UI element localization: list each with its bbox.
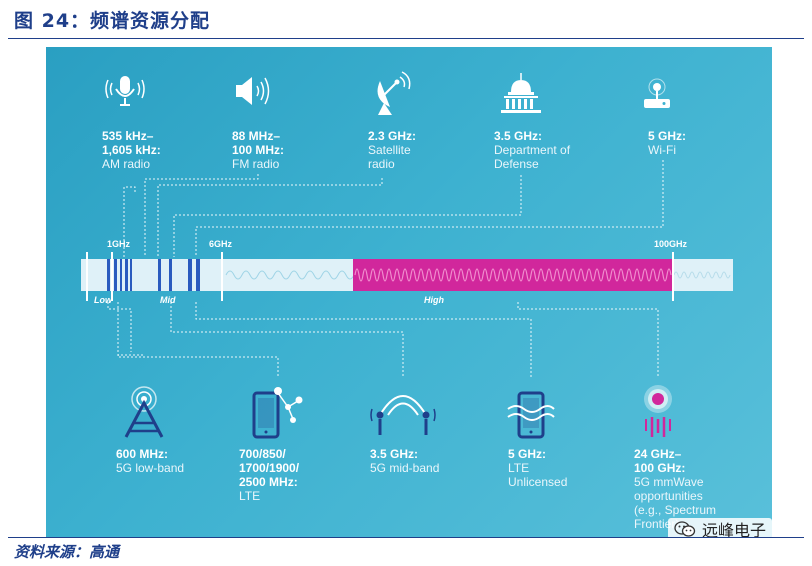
bottom-rule xyxy=(8,537,804,538)
smartphone-icon xyxy=(252,387,303,439)
speaker-icon xyxy=(236,77,270,105)
stripe-8 xyxy=(188,259,192,291)
antenna-arcs-icon xyxy=(370,395,436,435)
zone-label-high: High xyxy=(424,295,444,305)
watermark-text: 远峰电子 xyxy=(702,521,767,540)
watermark: 远峰电子 xyxy=(668,518,773,540)
wave-pattern-mid xyxy=(225,270,355,280)
stripe-9 xyxy=(196,259,200,291)
figure-source: 资料来源：高通 xyxy=(14,543,120,561)
zone-label-mid: Mid xyxy=(160,295,176,305)
cell-tower-icon xyxy=(124,386,164,438)
microphone-icon xyxy=(105,76,145,106)
stripe-6 xyxy=(158,259,161,291)
capitol-building-icon xyxy=(501,73,541,113)
stripe-3 xyxy=(120,259,122,291)
stripe-2 xyxy=(114,259,117,291)
connector-laa xyxy=(195,302,532,377)
connector-satellite xyxy=(157,178,383,257)
stripe-7 xyxy=(169,259,172,291)
tick-label-6ghz: 6GHz xyxy=(209,239,233,249)
stripe-5 xyxy=(130,259,132,291)
connector-lte xyxy=(117,302,279,377)
bottom-label-mmwave: 24 GHz– 100 GHz: 5G mmWave opportunities… xyxy=(634,447,717,531)
mmwave-emitter-icon xyxy=(644,385,672,437)
bottom-label-laa: 5 GHz: LTE Unlicensed xyxy=(508,447,568,489)
top-label-fm: 88 MHz– 100 MHz: FM radio xyxy=(232,129,285,171)
bottom-label-midband: 3.5 GHz: 5G mid-band xyxy=(370,447,440,475)
bottom-label-600mhz: 600 MHz: 5G low-band xyxy=(116,447,185,475)
connector-dod xyxy=(173,175,522,257)
top-label-satellite: 2.3 GHz: Satellite radio xyxy=(368,129,417,171)
tick-lines xyxy=(86,252,674,301)
connector-midband xyxy=(170,302,404,377)
top-label-wifi: 5 GHz: Wi-Fi xyxy=(648,129,687,157)
connector-lines xyxy=(107,160,664,377)
high-band-fill xyxy=(353,259,673,291)
bottom-label-lte: 700/850/ 1700/1900/ 2500 MHz: LTE xyxy=(239,447,300,503)
tick-label-1ghz: 1GHz xyxy=(107,239,131,249)
wave-pattern-tail xyxy=(673,271,731,279)
spectrum-graphic xyxy=(81,71,733,439)
spectrum-panel: 1GHz 6GHz 100GHz Low Mid High 535 kHz– 1… xyxy=(46,47,772,537)
satellite-dish-icon xyxy=(376,71,411,115)
band-stripes xyxy=(107,259,200,291)
wechat-icon xyxy=(674,521,696,537)
phone-wireless-icon xyxy=(507,391,555,439)
top-label-am: 535 kHz– 1,605 kHz: AM radio xyxy=(102,129,161,171)
connector-mmwave xyxy=(517,302,659,377)
connector-fm xyxy=(144,174,259,257)
connector-wifi xyxy=(195,160,664,257)
top-rule xyxy=(8,38,804,39)
tick-label-100ghz: 100GHz xyxy=(654,239,688,249)
connector-lte-a xyxy=(107,302,132,352)
top-label-dod: 3.5 GHz: Department of Defense xyxy=(494,129,571,171)
zone-label-low: Low xyxy=(94,295,112,305)
stripe-1 xyxy=(107,259,110,291)
wave-pattern-high xyxy=(354,268,672,282)
stripe-4 xyxy=(125,259,128,291)
wifi-router-icon xyxy=(644,78,670,108)
figure-title: 图 24：频谱资源分配 xyxy=(14,10,211,32)
